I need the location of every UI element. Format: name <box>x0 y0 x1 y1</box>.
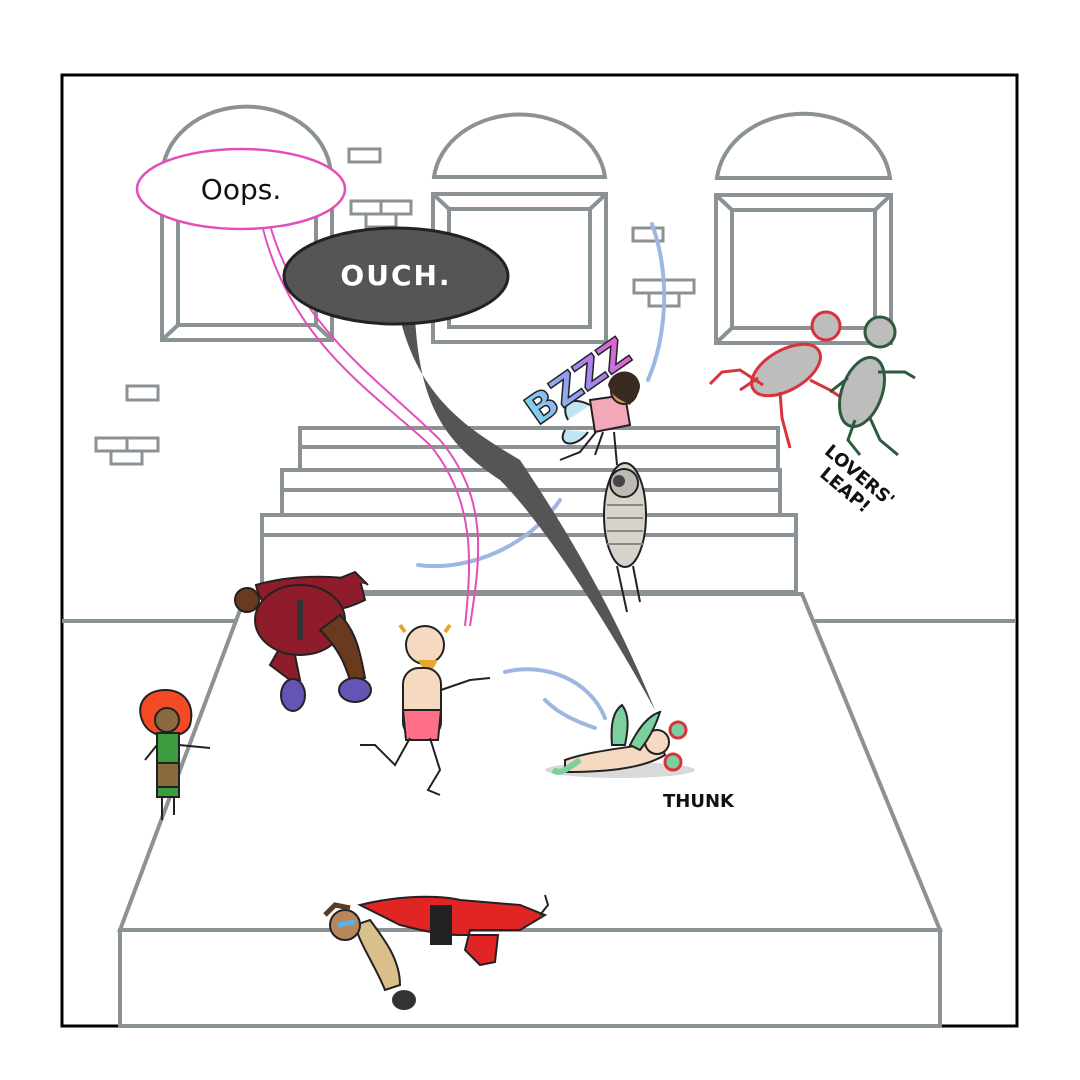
platform-top <box>117 592 943 932</box>
steps <box>260 426 798 594</box>
green-lover <box>829 315 916 457</box>
speech-bubble-ouch: OUCH. <box>282 226 655 710</box>
tentacle-creature <box>545 703 695 778</box>
oops-text: Oops. <box>201 173 281 206</box>
ouch-text: OUCH. <box>340 259 451 292</box>
red-haired-woman <box>139 688 211 820</box>
thunk-text: THUNK <box>663 791 735 812</box>
fallen-red-character <box>323 894 550 1010</box>
running-old-man <box>360 623 491 796</box>
tumbling-red-suit-character <box>234 570 372 712</box>
background-building <box>62 104 1016 1028</box>
wrapped-creature <box>603 431 647 613</box>
platform-front <box>118 928 942 1028</box>
fairy-character <box>559 371 640 461</box>
red-lover <box>708 310 843 449</box>
